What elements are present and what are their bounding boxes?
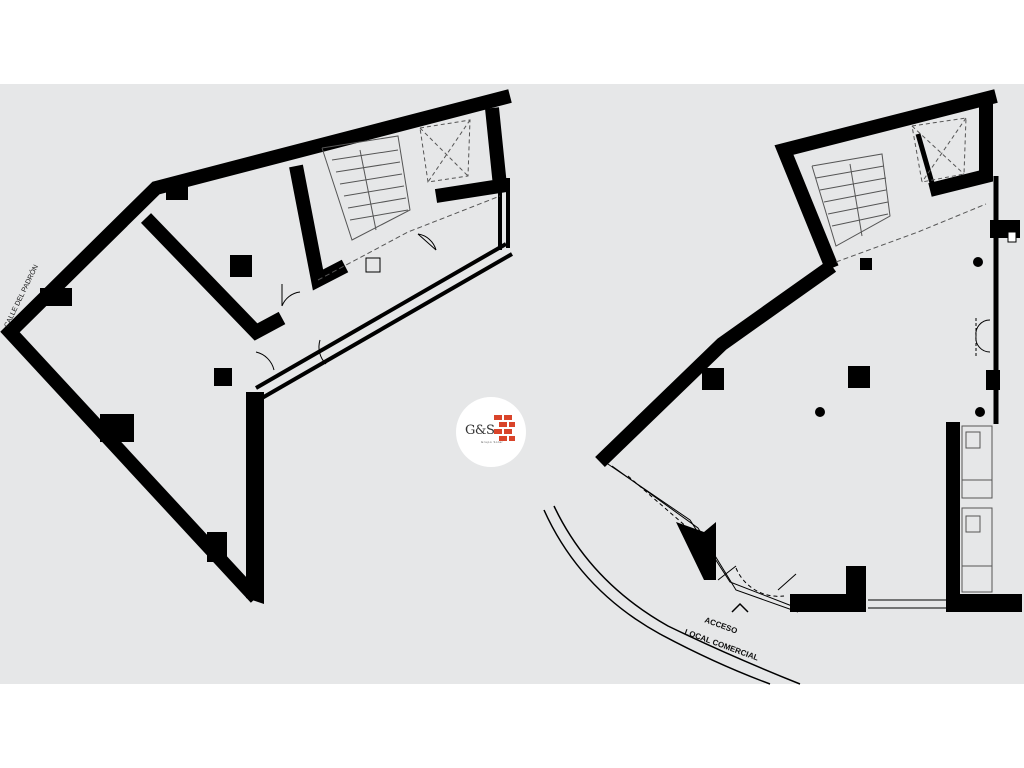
right-pillar-1 xyxy=(702,368,724,390)
wall-outlet xyxy=(1007,231,1017,243)
access-label-line1: ACCESO xyxy=(703,615,738,635)
left-pillar-2 xyxy=(214,368,232,386)
left-doors xyxy=(255,233,437,371)
right-wall-pillars xyxy=(676,220,1022,612)
right-pillar-3 xyxy=(860,258,872,270)
right-columns xyxy=(815,257,985,417)
logo-text: G&S xyxy=(465,423,495,438)
right-facade xyxy=(601,318,991,613)
brick-icon xyxy=(494,415,515,441)
access-arrow: ACCESO LOCAL COMERCIAL xyxy=(683,602,760,663)
left-floor-plan: CALLE DEL PADRÓN xyxy=(0,89,513,604)
company-logo: G&S Grupo Solar xyxy=(456,397,526,467)
right-staircase xyxy=(811,117,987,263)
right-outer-walls xyxy=(595,89,998,468)
right-bathrooms xyxy=(961,425,993,593)
left-pillar-1 xyxy=(230,255,252,277)
left-outer-walls xyxy=(0,89,512,603)
logo-subtitle: Grupo Solar xyxy=(480,440,504,444)
access-label-line2: LOCAL COMERCIAL xyxy=(683,627,760,662)
left-wall-pillars xyxy=(40,186,252,562)
right-street-curve xyxy=(543,505,801,685)
right-pillar-2 xyxy=(848,366,870,388)
left-right-wall xyxy=(246,392,264,604)
right-floor-plan: ACCESO LOCAL COMERCIAL xyxy=(543,89,1022,685)
left-staircase xyxy=(317,119,501,281)
left-thin-walls xyxy=(255,178,513,400)
